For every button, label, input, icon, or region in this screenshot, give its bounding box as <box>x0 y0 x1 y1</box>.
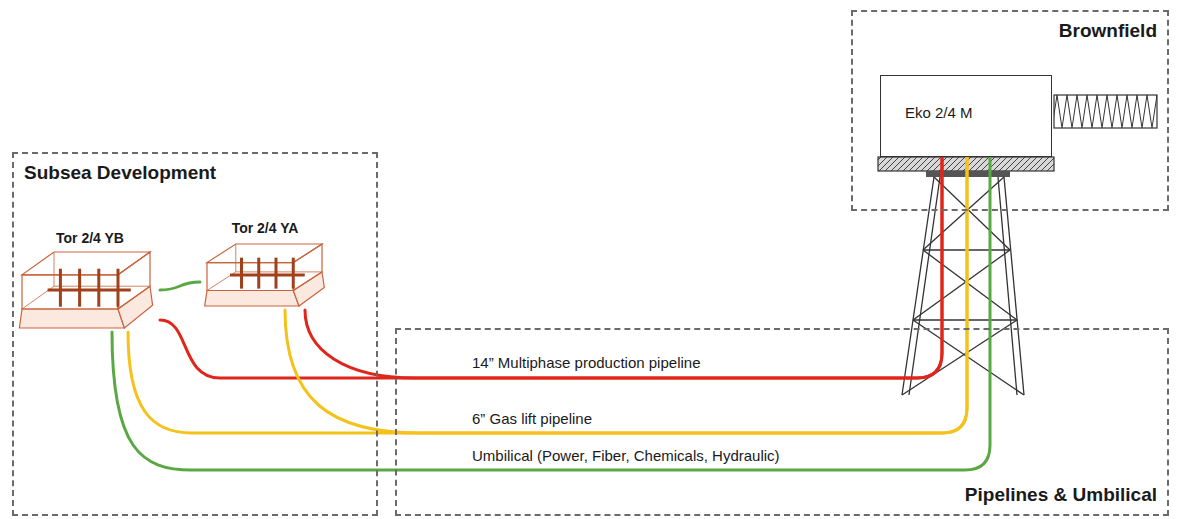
template-frame <box>118 252 150 309</box>
node-label: Tor 2/4 YA <box>232 220 299 236</box>
template-frame <box>293 244 322 291</box>
xmas-tree <box>59 269 62 307</box>
region-title: Pipelines & Umbilical <box>965 484 1157 506</box>
xmas-tree <box>117 269 120 307</box>
node-label: Tor 2/4 YB <box>56 230 124 246</box>
platform-box: Eko 2/4 M <box>880 75 1052 157</box>
subsea-template: Tor 2/4 YA <box>200 220 330 310</box>
template-roof <box>207 244 322 263</box>
template-frame <box>236 244 322 272</box>
xmas-tree <box>292 258 295 289</box>
pipeline-label-box: Umbilical (Power, Fiber, Chemicals, Hydr… <box>470 447 782 465</box>
xmas-tree <box>275 258 278 289</box>
template-frame <box>207 263 293 291</box>
pipeline-label: 14” Multiphase production pipeline <box>470 354 702 371</box>
pipeline-connector <box>112 157 990 470</box>
template-frame <box>22 275 118 309</box>
region-box: BrownfieldEko 2/4 M <box>851 10 1169 211</box>
pipeline-connector <box>160 157 942 378</box>
pipeline-connector <box>285 157 967 433</box>
region-title: Subsea Development <box>24 162 216 184</box>
subsea-templates <box>19 244 324 328</box>
pipeline-label: 6” Gas lift pipeline <box>470 410 594 427</box>
xmas-tree <box>78 269 81 307</box>
region-title: Brownfield <box>1059 20 1157 42</box>
template-skirt <box>118 286 153 328</box>
xmas-tree <box>97 269 100 307</box>
template-frame <box>54 252 150 286</box>
node-label: Eko 2/4 M <box>905 104 973 121</box>
subsea-template: Tor 2/4 YB <box>20 230 160 332</box>
xmas-tree <box>240 258 243 289</box>
pipeline-connector <box>160 282 200 290</box>
pipeline-label-box: 14” Multiphase production pipeline <box>470 354 702 372</box>
template-roof <box>22 252 150 275</box>
pipeline-connector <box>305 157 942 378</box>
pipeline-connector <box>128 157 967 433</box>
pipeline-label-box: 6” Gas lift pipeline <box>470 410 594 428</box>
template-skirt <box>205 291 299 307</box>
xmas-tree <box>257 258 260 289</box>
template-skirt <box>19 309 124 328</box>
flare-boom <box>1054 95 1157 128</box>
template-skirt <box>293 272 324 306</box>
pipeline-label: Umbilical (Power, Fiber, Chemicals, Hydr… <box>470 447 782 464</box>
region-box: Subsea DevelopmentTor 2/4 YB Tor 2/4 YA <box>12 152 378 516</box>
